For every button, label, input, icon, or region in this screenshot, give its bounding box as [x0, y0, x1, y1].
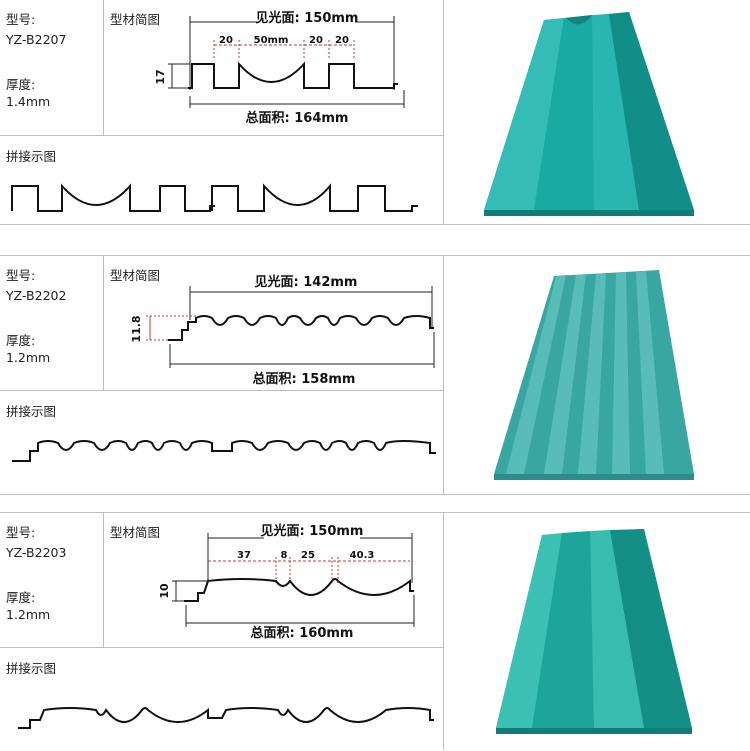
total-width-text: 总面积: 158mm [253, 371, 356, 387]
product-photo-cell [444, 512, 750, 750]
splice-diagram-cell: 拼接示图 [0, 136, 444, 225]
splice-diagram [12, 440, 436, 462]
section-title: 型材简图 [110, 525, 161, 540]
section-diagram: 见光面: 142mm 11.8 总面积: 158mm [130, 273, 435, 387]
thickness-value: 1.4mm [6, 94, 51, 109]
splice-diagram-cell: 拼接示图 [0, 391, 444, 495]
model-value: YZ-B2202 [6, 288, 67, 303]
thickness-value: 1.2mm [6, 607, 51, 622]
segment-dim-3: 25 [301, 550, 315, 561]
model-label: 型号: [6, 12, 36, 27]
thickness-value: 1.2mm [6, 350, 51, 365]
splice-title: 拼接示图 [6, 149, 57, 164]
splice-title: 拼接示图 [6, 404, 57, 419]
section-diagram: 见光面: 150mm 37 8 25 40.3 10 总面积: 160mm [158, 523, 415, 641]
product-photo [494, 270, 694, 480]
segment-dim-2: 8 [281, 550, 288, 561]
model-label: 型号: [6, 525, 36, 540]
section-diagram: 见光面: 150mm 20 50mm 20 20 17 总面积: 164mm [154, 9, 405, 126]
height-dim-text: 10 [158, 583, 171, 599]
product-photo [496, 529, 692, 734]
section-diagram-cell: 型材简图 见光面: 150mm 20 50mm 20 20 17 [104, 0, 444, 136]
profile-outline [168, 315, 434, 341]
splice-diagram [18, 707, 434, 729]
product-block-2: 型号: YZ-B2202 厚度: 1.2mm 型材简图 见光面: 142mm 1… [0, 255, 750, 495]
section-diagram-cell: 型材简图 见光面: 142mm 11.8 总面积: 158mm [104, 255, 444, 391]
segment-dim-4: 20 [335, 35, 349, 46]
visible-width-text: 见光面: 150mm [256, 10, 359, 26]
thickness-label: 厚度: [6, 590, 36, 605]
section-title: 型材简图 [110, 268, 161, 283]
visible-width-text: 见光面: 142mm [255, 274, 358, 290]
splice-diagram-cell: 拼接示图 [0, 648, 444, 750]
product-photo-cell [444, 255, 750, 495]
section-title: 型材简图 [110, 12, 161, 27]
height-dim-text: 17 [154, 69, 167, 84]
thickness-label: 厚度: [6, 77, 36, 92]
segment-dim-2: 50mm [254, 35, 289, 46]
product-info-cell: 型号: YZ-B2207 厚度: 1.4mm [0, 0, 104, 136]
total-width-text: 总面积: 160mm [251, 625, 354, 641]
total-width-text: 总面积: 164mm [246, 110, 349, 126]
model-value: YZ-B2207 [6, 32, 67, 47]
segment-dim-3: 20 [309, 35, 323, 46]
product-block-1: 型号: YZ-B2207 厚度: 1.4mm 型材简图 见光面: 150mm 2… [0, 0, 750, 225]
height-dim-text: 11.8 [130, 315, 143, 342]
profile-outline [184, 578, 414, 602]
visible-width-text: 见光面: 150mm [261, 523, 364, 539]
model-label: 型号: [6, 268, 36, 283]
section-diagram-cell: 型材简图 见光面: 150mm 37 8 25 40.3 10 总面积: 160… [104, 512, 444, 648]
splice-diagram [11, 183, 418, 212]
product-photo [484, 12, 694, 216]
product-info-cell: 型号: YZ-B2202 厚度: 1.2mm [0, 255, 104, 391]
model-value: YZ-B2203 [6, 545, 67, 560]
segment-dim-1: 20 [219, 35, 233, 46]
product-photo-cell [444, 0, 750, 225]
product-info-cell: 型号: YZ-B2203 厚度: 1.2mm [0, 512, 104, 648]
profile-outline [188, 61, 398, 89]
segment-dim-1: 37 [237, 550, 251, 561]
splice-title: 拼接示图 [6, 661, 57, 676]
thickness-label: 厚度: [6, 333, 36, 348]
segment-dim-4: 40.3 [350, 550, 375, 561]
product-block-3: 型号: YZ-B2203 厚度: 1.2mm 型材简图 见光面: 150mm 3… [0, 512, 750, 750]
